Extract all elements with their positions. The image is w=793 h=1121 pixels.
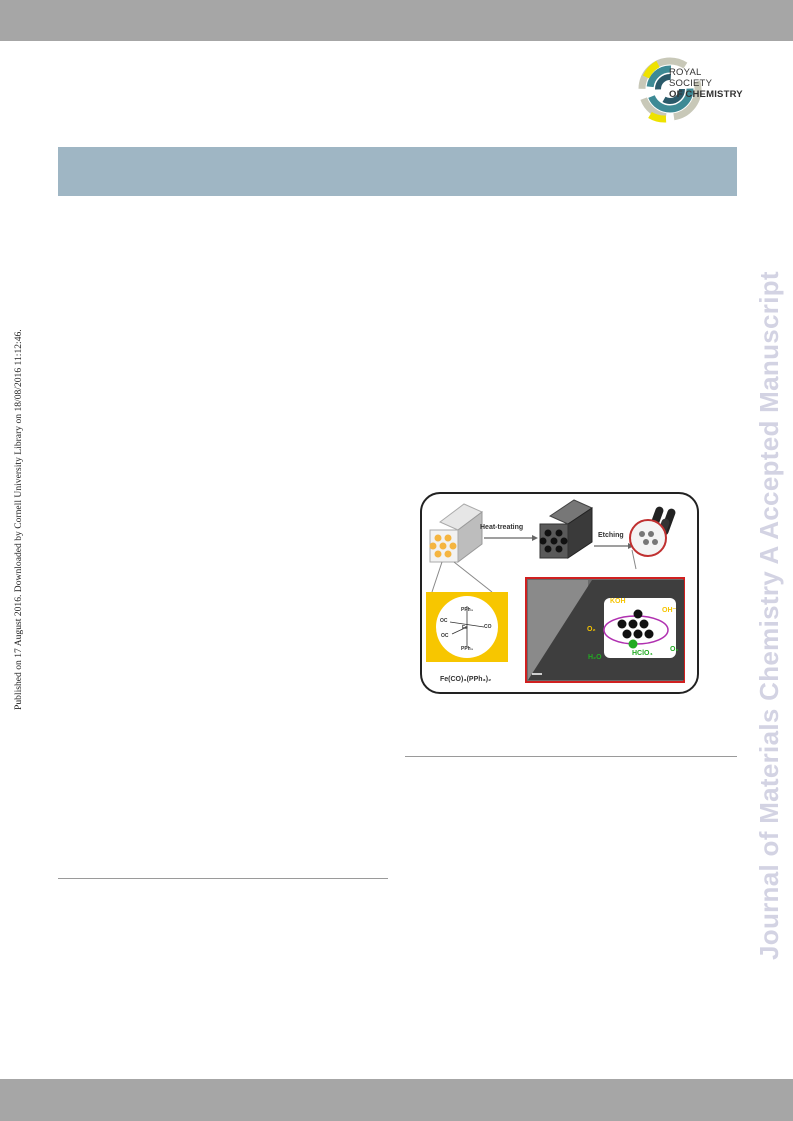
- koh-label: KOH: [610, 598, 626, 605]
- figure-illustration: [426, 499, 685, 683]
- rsc-logo-icon: [638, 57, 702, 123]
- atom-left-bottom: OC: [441, 633, 449, 639]
- rsc-logo-text: ROYAL SOCIETY OF CHEMISTRY: [669, 67, 746, 100]
- atom-bottom: PPh₃: [461, 646, 474, 652]
- accepted-manuscript-watermark: Journal of Materials Chemistry A Accepte…: [754, 271, 784, 960]
- heat-treating-label: Heat-treating: [480, 524, 524, 531]
- article-type-banner: [58, 147, 737, 196]
- top-header-bar: [0, 0, 793, 41]
- rsc-logo-line1: ROYAL SOCIETY: [669, 67, 713, 89]
- carbon-nanorods-icon: [629, 506, 676, 557]
- oh-label: OH⁻: [662, 607, 677, 614]
- atom-left-top: OC: [440, 618, 448, 624]
- right-column-footnote-rule: [405, 756, 737, 757]
- rsc-logo: ROYAL SOCIETY OF CHEMISTRY: [636, 55, 746, 125]
- molecule-name: Fe(CO)₃(PPh₃)₂: [440, 676, 492, 683]
- rsc-logo-line2: OF CHEMISTRY: [669, 89, 743, 100]
- tem-image-panel: [525, 577, 685, 683]
- graphical-abstract-figure: Heat-treating Etching PPh₃ PPh₃ OC OC CO…: [420, 492, 699, 694]
- atom-top: PPh₃: [461, 607, 474, 613]
- atom-center: Fe: [462, 625, 468, 631]
- h2o-label: H₂O: [588, 654, 602, 661]
- etching-label: Etching: [598, 532, 624, 539]
- carbon-prism-icon: [539, 499, 594, 559]
- template-prism-icon: [429, 503, 483, 563]
- left-column-footnote-rule: [58, 878, 388, 879]
- bottom-footer-bar: [0, 1079, 793, 1121]
- molecule-panel: [426, 592, 508, 662]
- o2-right-label: O₂: [670, 646, 679, 653]
- o2-left-label: O₂: [587, 626, 596, 633]
- atom-right: CO: [484, 624, 492, 630]
- publication-side-note: Published on 17 August 2016. Downloaded …: [13, 329, 24, 710]
- hclo4-label: HClO₄: [632, 650, 653, 657]
